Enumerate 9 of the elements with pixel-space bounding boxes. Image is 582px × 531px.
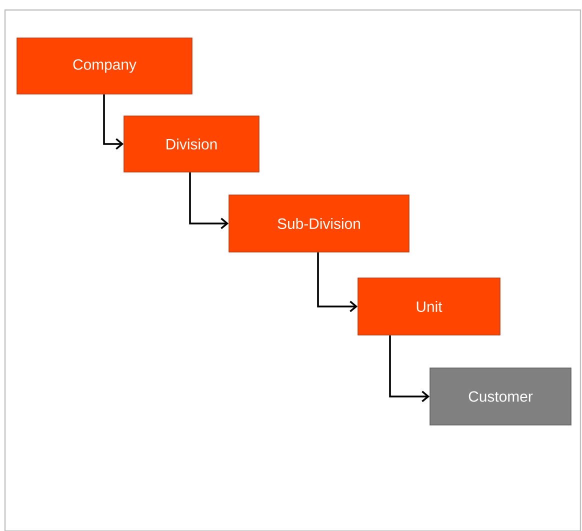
- arrow: [317, 252, 358, 312]
- process-box: Division: [124, 116, 260, 172]
- arrow: [103, 94, 124, 150]
- arrow: [189, 172, 229, 230]
- process-box: Customer: [430, 368, 572, 426]
- process-box: Sub-Division: [228, 194, 410, 252]
- arrow: [389, 335, 430, 402]
- process-box: Company: [16, 38, 192, 94]
- process-box: Unit: [358, 278, 500, 336]
